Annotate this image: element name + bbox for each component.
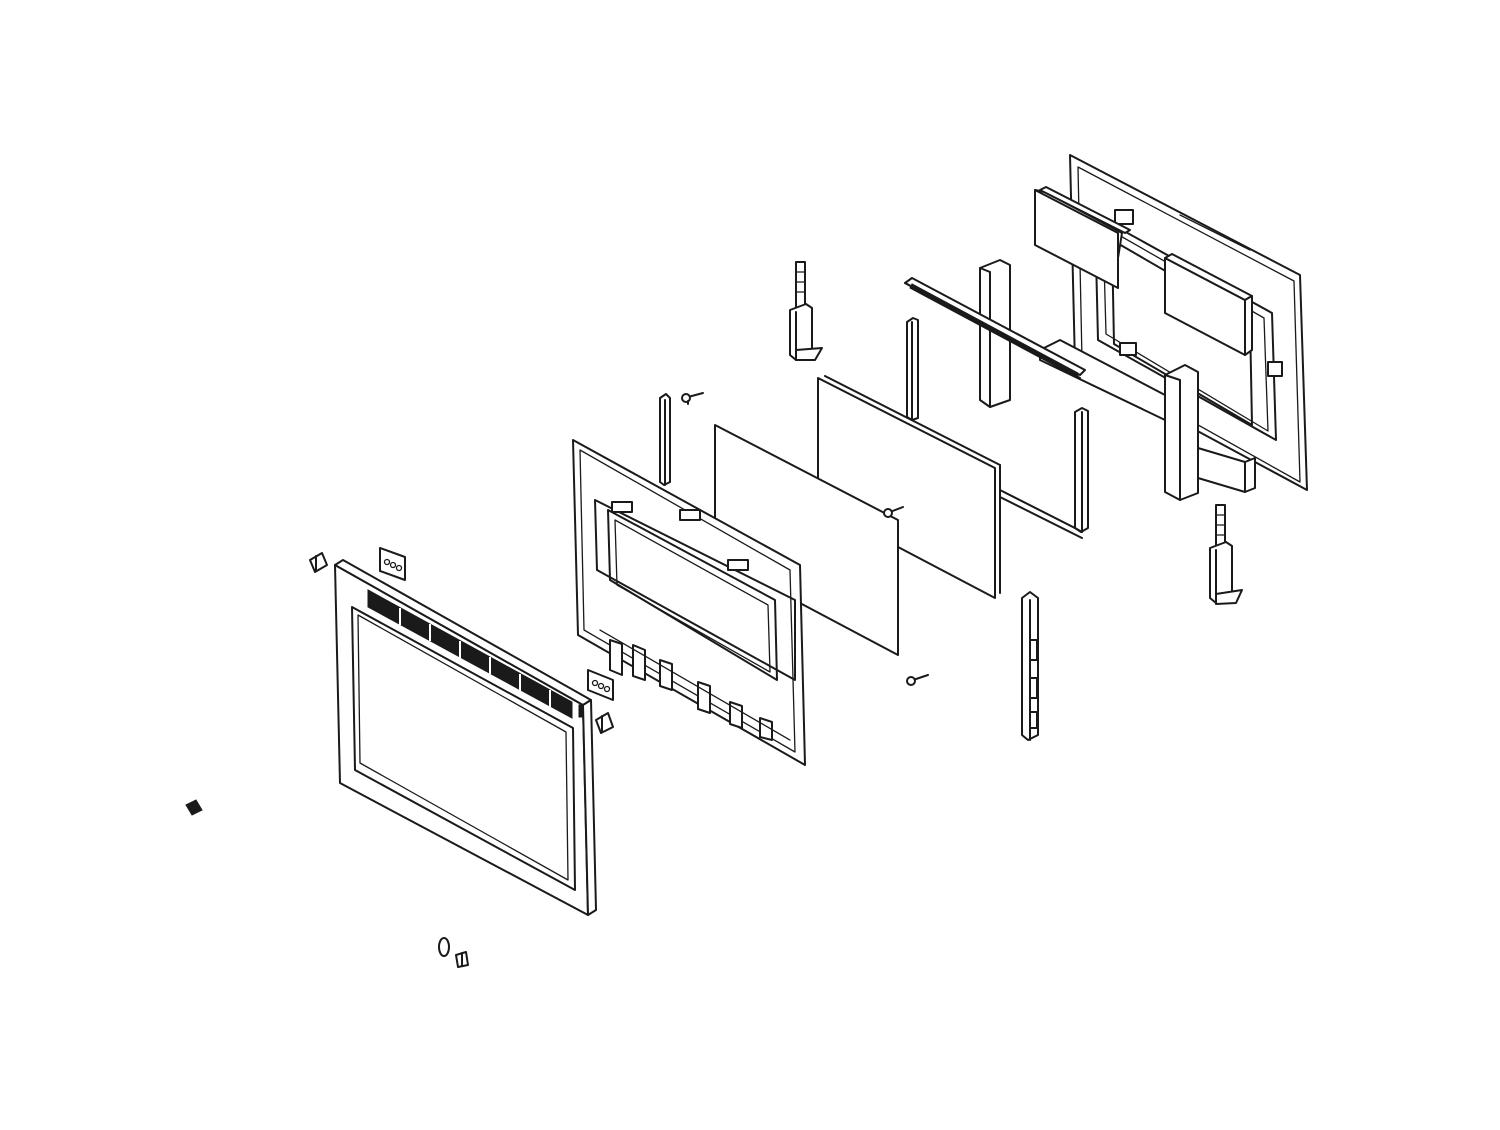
screw-3 (906, 674, 929, 686)
trim-clip-top (309, 552, 328, 573)
glass-pane-front (714, 424, 899, 656)
side-channel-left (659, 393, 671, 486)
handle-end-cap-right (455, 951, 469, 968)
top-glass-rail (904, 277, 1086, 379)
insulation-block (979, 186, 1256, 501)
glass-pack-frame (906, 317, 1089, 539)
screw-1 (681, 392, 704, 405)
inner-door-frame (572, 439, 806, 766)
door-handle (204, 814, 454, 957)
side-bracket-right (1021, 591, 1039, 741)
door-hinge-right (1209, 504, 1243, 605)
door-hinge-left (789, 261, 823, 361)
handle-end-cap-left (185, 799, 203, 816)
door-vent-badge-top (379, 547, 406, 581)
screw-2 (883, 506, 904, 518)
outer-door-panel (334, 559, 597, 916)
glass-pane-middle (817, 375, 1001, 599)
door-vent-badge-bottom (587, 669, 614, 701)
trim-clip-bottom (595, 712, 614, 734)
